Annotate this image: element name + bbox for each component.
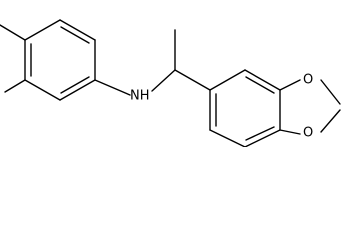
o-ch2-bottom-bond xyxy=(320,109,341,133)
bond xyxy=(209,129,246,147)
oxygen-top-label: O xyxy=(303,73,313,88)
bond xyxy=(59,79,96,101)
double-bond xyxy=(245,76,275,94)
o-ch2-top-bond xyxy=(320,79,341,105)
c-o-bottom-bond xyxy=(279,129,301,135)
bond xyxy=(244,69,281,91)
aryl-n-bond xyxy=(94,79,131,96)
dimethylphenyl-ring xyxy=(24,19,96,101)
benzodioxole-ring xyxy=(209,69,281,147)
bond xyxy=(24,79,61,101)
ch-aryl-bond xyxy=(174,69,211,91)
nh-label: NH xyxy=(130,89,150,104)
n-ch-bond xyxy=(151,69,176,92)
double-bond xyxy=(245,126,275,141)
double-bond xyxy=(60,76,90,94)
oxygen-bottom-label: O xyxy=(303,126,313,141)
methyl-bond-top xyxy=(0,24,26,41)
bond xyxy=(24,19,61,41)
c-o-top-bond xyxy=(279,79,301,91)
bond xyxy=(244,129,281,147)
molecule-structure: NH O O xyxy=(0,19,341,147)
double-bond xyxy=(60,26,90,44)
methyl-bond-bottom xyxy=(4,79,26,93)
bond xyxy=(209,69,246,91)
bond xyxy=(59,19,96,41)
